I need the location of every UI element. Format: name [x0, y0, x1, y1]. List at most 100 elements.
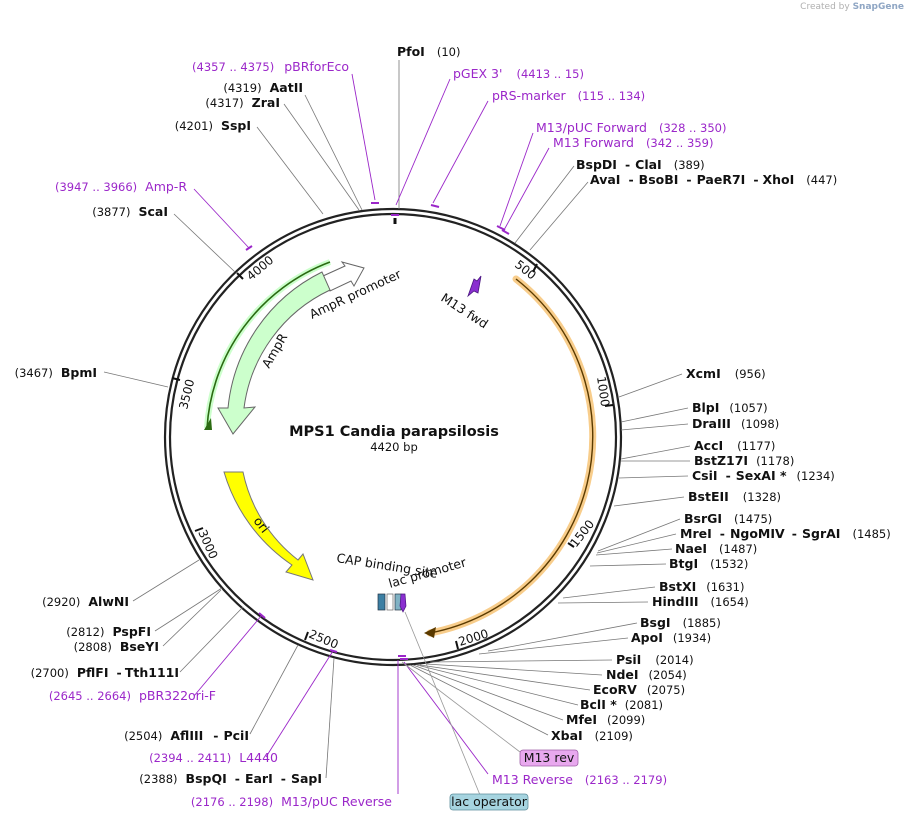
cap-binding-site-box	[377, 593, 386, 611]
leader-sspi	[256, 126, 324, 215]
leader-m13-rev-tag	[401, 661, 521, 753]
leader-naei	[595, 548, 673, 556]
leader-acci	[620, 445, 691, 460]
leader-alwni	[132, 559, 200, 602]
primer-m13puc-forward: M13/pUC Forward(328 .. 350)	[536, 120, 726, 135]
enzyme-leader-lines	[103, 60, 691, 779]
leader-bspqi	[325, 657, 335, 779]
leader-pgex3	[395, 78, 451, 206]
tick-mark-1000	[604, 404, 614, 407]
enzyme-bsteii: BstEII(1328)	[688, 489, 781, 504]
leader-bsteii	[613, 496, 685, 507]
leader-mfei	[412, 664, 564, 721]
enzyme-afliii-pcii: (2504)AflIII-PciI	[124, 728, 249, 743]
leader-mrei	[596, 533, 677, 554]
tick-mark-2000	[455, 640, 459, 650]
lac-operator-tag	[449, 793, 529, 811]
m13-fwd-arrow	[467, 275, 482, 298]
orf-arc	[426, 275, 597, 637]
enzyme-naei: NaeI(1487)	[675, 541, 757, 556]
leader-xcmi	[618, 373, 683, 398]
leader-lac-operator-tag	[404, 611, 481, 796]
primer-mark-l4440	[329, 649, 338, 653]
enzyme-pfoi: PfoI(10)	[397, 44, 460, 59]
primer-leader-lines	[193, 73, 550, 794]
leader-zrai	[283, 103, 360, 211]
leader-m13puc-forward	[499, 132, 534, 227]
enzyme-bspdi-clai: BspDI-ClaI(389)	[576, 157, 705, 172]
enzyme-xbai: XbaI(2109)	[551, 728, 633, 743]
backbone-outer-circle	[163, 207, 623, 667]
plasmid-name: MPS1 Candia parapsilosis	[289, 424, 499, 440]
leader-m13-reverse	[403, 661, 489, 775]
enzyme-bsrgi: BsrGI(1475)	[684, 511, 772, 526]
enzyme-scai: (3877)ScaI	[92, 204, 168, 219]
lac-promoter-box	[386, 593, 394, 611]
primer-pbrforeco: (4357 .. 4375)pBRforEco	[192, 59, 349, 74]
leader-pflfi	[179, 606, 244, 673]
leader-bspdi	[514, 165, 575, 244]
primer-prs-marker: pRS-marker(115 .. 134)	[492, 88, 645, 103]
tick-mark-1500	[567, 542, 575, 548]
enzyme-csii-sexai: CsiI-SexAI *(1234)	[692, 468, 835, 483]
enzyme-xcmi: XcmI(956)	[686, 366, 766, 381]
snapgene-logo-text: SnapGene	[852, 2, 904, 12]
ori-arrow	[223, 471, 314, 581]
enzyme-alwni: (2920)AlwNI	[42, 594, 129, 609]
leader-bstxi	[562, 586, 656, 599]
enzyme-mrei-group: MreI-NgoMIV-SgrAI(1485)	[680, 526, 891, 541]
leader-xbai	[409, 664, 549, 736]
leader-pbrforeco	[351, 73, 376, 201]
enzyme-bstxi: BstXI(1631)	[659, 579, 744, 594]
leader-bsrgi	[597, 518, 681, 552]
primer-l4440: (2394 .. 2411)L4440	[149, 750, 278, 765]
enzyme-pflfi-tth111i: (2700)PflFI-Tth111I	[31, 665, 179, 680]
leader-avai	[529, 181, 589, 251]
feature-label-m13-fwd: M13 fwd	[438, 290, 491, 331]
m13-rev-tag	[519, 749, 579, 767]
leader-bcli	[416, 664, 579, 706]
enzyme-acci: AccI(1177)	[694, 438, 775, 453]
brand-prefix: Created by	[800, 2, 850, 12]
tick-label-1000: 1000	[594, 375, 612, 407]
enzyme-hindiii: HindIII(1654)	[652, 594, 749, 609]
tag-leader-lines	[401, 611, 521, 796]
enzyme-bpmi: (3467)BpmI	[15, 365, 97, 380]
leader-ecorv	[419, 664, 591, 691]
ampr-promoter-arrow	[322, 261, 365, 292]
tick-mark-3500	[171, 377, 181, 381]
leader-draiii	[620, 423, 689, 431]
enzyme-bsgi: BsgI(1885)	[640, 615, 721, 630]
enzyme-ndei: NdeI(2054)	[606, 667, 687, 682]
enzyme-bseyi: (2808)BseYI	[74, 639, 159, 654]
leader-hindiii	[557, 601, 649, 604]
leader-pspfi	[154, 587, 223, 632]
tick-mark-500	[532, 263, 538, 273]
leader-bseyi	[162, 589, 222, 647]
enzyme-labels: PfoI(10) (4319)AatII (4317)ZraI (4201)Ss…	[15, 44, 891, 786]
primer-pbr322ori-f: (2645 .. 2664)pBR322ori-F	[49, 688, 216, 703]
leader-aatii	[304, 94, 363, 211]
orf-arc-core	[429, 278, 594, 634]
leader-scai	[173, 213, 236, 273]
enzyme-blpi: BlpI(1057)	[692, 400, 768, 415]
leader-amp-r	[193, 188, 250, 249]
enzyme-bspqi-group: (2388)BspQI-EarI-SapI	[139, 771, 322, 786]
lac-feature-cluster	[377, 593, 407, 613]
enzyme-sspi: (4201)SspI	[175, 118, 251, 133]
ampr-outer-line	[206, 261, 331, 429]
m13-rev-arrow	[399, 593, 407, 613]
leader-bsgi	[487, 622, 638, 652]
tick-mark-4000	[236, 272, 244, 280]
enzyme-bcli: BclI *(2081)	[580, 697, 663, 712]
enzyme-pspfi: (2812)PspFI	[66, 624, 151, 639]
leader-ndei	[425, 663, 603, 676]
enzyme-btgi: BtgI(1532)	[669, 556, 748, 571]
leader-btgi	[589, 563, 667, 567]
brand-credit: Created by SnapGene	[800, 2, 904, 12]
leader-prs-marker	[432, 100, 489, 204]
leader-afliii	[249, 644, 299, 735]
primer-mark-m13-forward	[501, 229, 510, 235]
primer-labels: (4357 .. 4375)pBRforEco pGEX 3'(4413 .. …	[49, 59, 727, 809]
